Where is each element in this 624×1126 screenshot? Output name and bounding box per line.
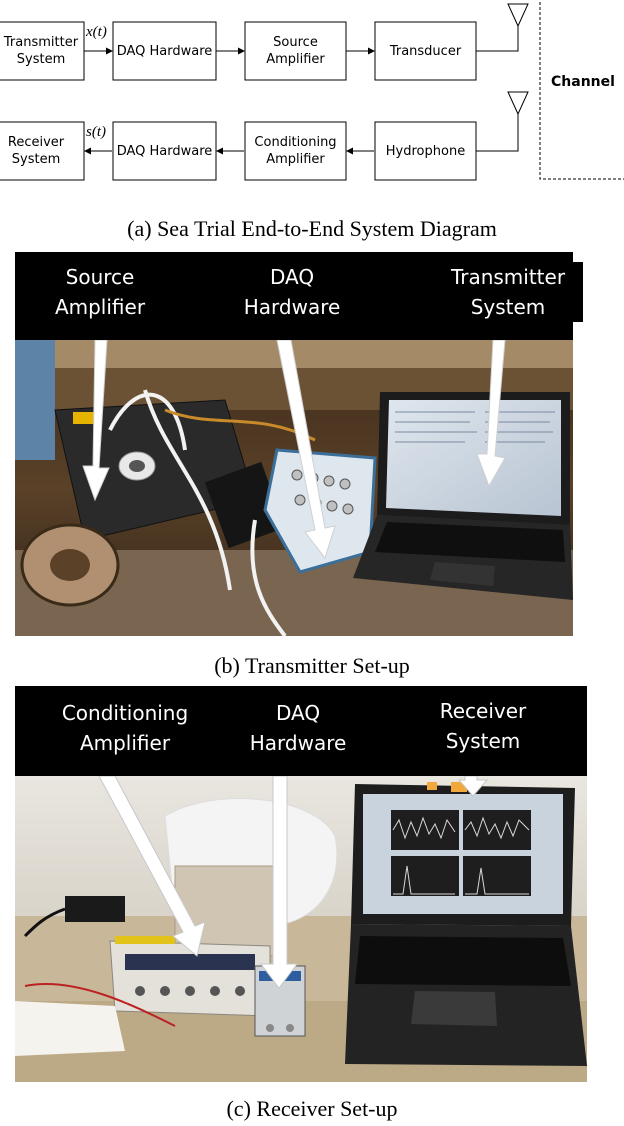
arrow-source-amplifier [82, 340, 110, 502]
laptop-c-plot-4 [463, 856, 531, 896]
adapter-cable [23, 907, 66, 938]
power-adapter [65, 896, 125, 922]
white-cable-3 [250, 519, 287, 636]
rx-hydrophone-label: Hydrophone [385, 144, 466, 159]
laptop-c-plot-2 [463, 810, 531, 850]
amp-c-display [125, 954, 255, 970]
arrow-daq-hardware-c [260, 776, 298, 989]
tx-system-label: Transmitter System [3, 35, 79, 67]
tx-transducer-label: Transducer [389, 44, 462, 59]
amp-c-knobs [135, 986, 245, 996]
amp-yellow-label [73, 412, 97, 424]
channel-box [539, 0, 624, 180]
arrow-daq-hardware-b [276, 340, 336, 560]
laptop-b-keyboard [375, 522, 565, 562]
arrow-transmitter-system [476, 340, 506, 488]
laptop-c-touchpad [411, 991, 497, 1026]
label-daq-hardware-c: DAQ Hardware [233, 698, 363, 758]
caption-c: (c) Receiver Set-up [226, 1096, 398, 1121]
daq-connectors-b [291, 469, 354, 515]
laptop-b-touchpad [430, 562, 495, 586]
photo-b-arrows [82, 340, 506, 560]
label-source-amplifier: Source Amplifier [35, 262, 165, 322]
caption-b: (b) Transmitter Set-up [214, 653, 410, 678]
channel-label: Channel [551, 74, 615, 90]
receiver-photo: Conditioning Amplifier DAQ Hardware Rece… [15, 686, 587, 1082]
tx-amp-label: Source Amplifier [266, 35, 325, 67]
rx-daq-label: DAQ Hardware [116, 144, 213, 159]
sticky-note-1 [427, 782, 437, 790]
tape-roll-hole [129, 460, 145, 472]
white-cable-1 [108, 392, 187, 451]
red-probe-wire [24, 983, 176, 1027]
tx-antenna-wire [476, 26, 519, 52]
laptop-c-spectrum-2 [465, 867, 529, 895]
paper-sheet [15, 1001, 125, 1056]
label-transmitter-system: Transmitter System [433, 262, 583, 322]
sticky-note-2 [451, 782, 467, 792]
laptop-b-screen [386, 400, 561, 516]
daq-c-connectors [266, 1024, 294, 1032]
arrow-conditioning-amplifier [98, 776, 206, 957]
label-receiver-system: Receiver System [413, 696, 553, 756]
rx-antenna-wire [476, 114, 519, 152]
signal-xt-label: x(t) [86, 24, 107, 40]
system-diagram [0, 0, 624, 181]
photo-b-left-screen [15, 340, 55, 460]
caption-a: (a) Sea Trial End-to-End System Diagram [127, 216, 497, 241]
transmitter-photo: Source Amplifier DAQ Hardware Transmitte… [15, 252, 583, 636]
photo-b-scene [15, 340, 573, 636]
cable-reel-core [50, 549, 90, 581]
laptop-c-waveform-2 [464, 816, 530, 840]
laptop-c-plot-1 [391, 810, 459, 850]
photo-c-scene [15, 776, 587, 1082]
white-cable-2 [143, 389, 232, 591]
label-daq-hardware-b: DAQ Hardware [227, 262, 357, 322]
rx-antenna-icon [507, 91, 529, 116]
tx-daq-label: DAQ Hardware [116, 44, 213, 59]
laptop-c-plot-3 [391, 856, 459, 896]
amp-c-yellow-strip [115, 936, 175, 944]
laptop-c-waveform-1 [392, 816, 456, 840]
black-module [204, 461, 286, 549]
laptop-c-spectrum-1 [393, 865, 455, 895]
conditioning-amplifier-device [109, 940, 271, 1017]
label-conditioning-amplifier: Conditioning Amplifier [35, 698, 215, 758]
laptop-c-keyboard [355, 936, 571, 986]
photo-c-arrows [98, 776, 489, 989]
arrow-receiver-system [457, 776, 489, 797]
tx-antenna-icon [507, 3, 529, 28]
rx-system-label: Receiver System [7, 135, 65, 167]
rx-amp-label: Conditioning Amplifier [254, 135, 337, 167]
signal-st-label: s(t) [86, 124, 106, 140]
